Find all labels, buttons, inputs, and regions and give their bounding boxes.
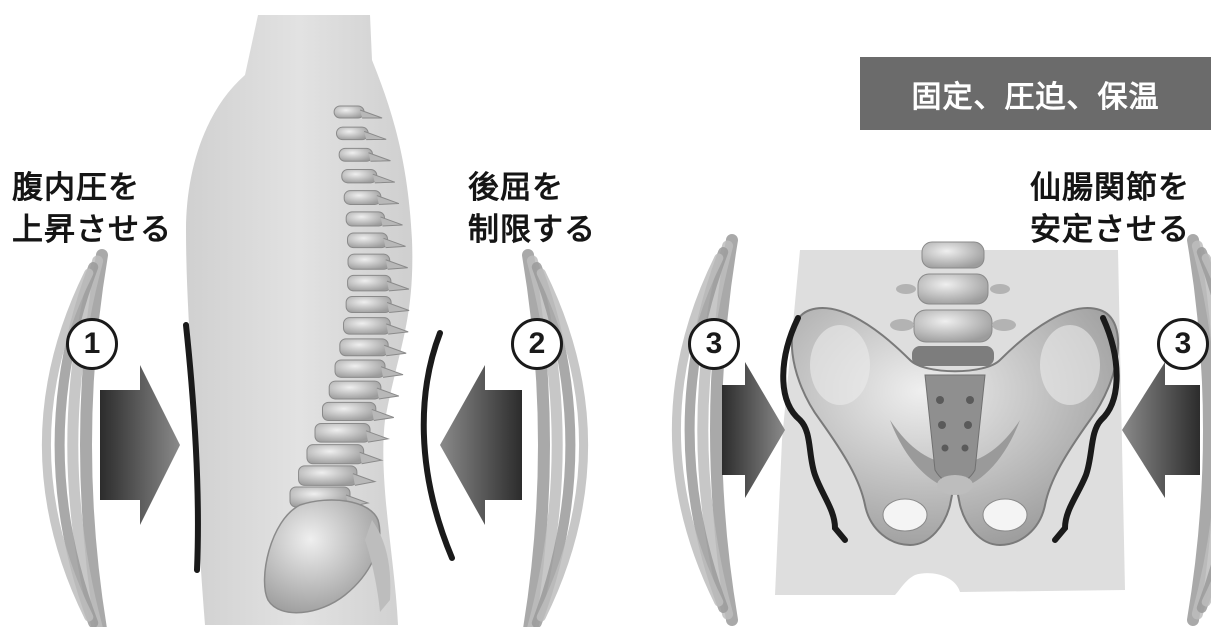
vertebra	[315, 424, 370, 443]
vertebra	[346, 212, 384, 226]
vertebra	[299, 466, 357, 486]
label-raise-abdominal-pressure-line1: 腹内圧を	[12, 168, 140, 208]
vertebra	[342, 170, 377, 183]
vertebra	[329, 381, 381, 399]
vertebra	[337, 127, 369, 139]
vertebra	[348, 233, 388, 248]
arrow-right-1	[100, 365, 180, 525]
vertebra	[344, 191, 381, 205]
vertebra	[322, 402, 375, 420]
badge-fix-compress-warm: 固定、圧迫、保温	[860, 57, 1211, 130]
vertebra	[348, 254, 390, 269]
pressure-rings-2	[528, 255, 584, 627]
marker-2: 2	[511, 318, 563, 370]
label-stabilize-si-joint-line1: 仙腸関節を	[1030, 168, 1190, 208]
vertebra	[344, 318, 391, 334]
label-raise-abdominal-pressure-line2: 上昇させる	[12, 210, 172, 250]
vertebra	[339, 148, 372, 161]
vertebra	[348, 275, 391, 291]
marker-3-left: 3	[688, 318, 740, 370]
vertebra	[340, 339, 388, 356]
vertebra	[346, 297, 391, 313]
marker-3-right: 3	[1157, 318, 1209, 370]
arrow-left-3	[1122, 362, 1200, 498]
label-limit-extension-line2: 制限する	[468, 210, 596, 250]
arrow-left-2	[440, 365, 522, 525]
label-limit-extension-line1: 後屈を	[468, 168, 564, 208]
marker-1: 1	[66, 318, 118, 370]
arrow-right-3	[722, 362, 785, 498]
vertebra	[335, 360, 385, 377]
label-stabilize-si-joint-line2: 安定させる	[1030, 210, 1190, 250]
pressure-rings-1	[46, 255, 102, 627]
vertebra	[307, 445, 364, 464]
vertebra	[334, 106, 364, 118]
